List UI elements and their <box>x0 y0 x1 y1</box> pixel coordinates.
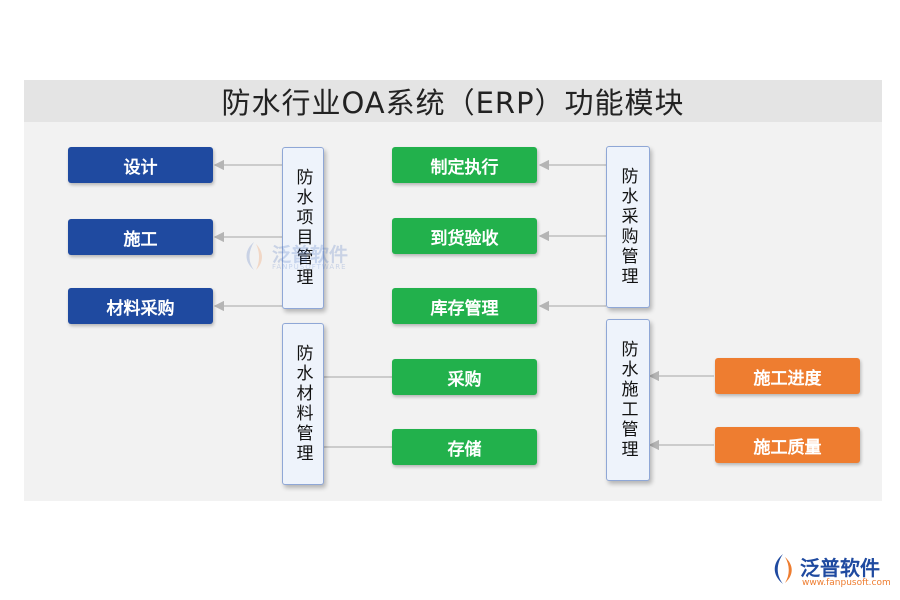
title-bar: 防水行业OA系统（ERP）功能模块 <box>24 80 882 122</box>
construction-box: 施工 <box>68 219 213 255</box>
brand-logo: 泛普软件 www.fanpusoft.com <box>768 552 893 592</box>
brand-name: 泛普软件 <box>800 556 880 580</box>
brand-url: www.fanpusoft.com <box>802 578 891 588</box>
construction-progress-box: 施工进度 <box>715 358 860 394</box>
diagram-title: 防水行业OA系统（ERP）功能模块 <box>221 86 685 120</box>
execution-box: 制定执行 <box>392 147 537 183</box>
purchase-management-module: 防水采购管理 <box>606 146 650 308</box>
arrival-inspection-box: 到货验收 <box>392 218 537 254</box>
inventory-management-box: 库存管理 <box>392 288 537 324</box>
material-purchase-box: 材料采购 <box>68 288 213 324</box>
project-management-module: 防水项目管理 <box>282 147 324 309</box>
material-management-module: 防水材料管理 <box>282 323 324 485</box>
project-management-label: 防水项目管理 <box>292 168 313 288</box>
construction-management-label: 防水施工管理 <box>617 340 638 460</box>
design-box: 设计 <box>68 147 213 183</box>
watermark: 泛普软件 FANPUSOFTWARE <box>240 240 370 276</box>
construction-management-module: 防水施工管理 <box>606 319 650 481</box>
watermark-name: 泛普软件 <box>272 244 349 266</box>
watermark-logo-icon <box>246 242 262 270</box>
purchase-management-label: 防水采购管理 <box>617 167 638 287</box>
watermark-sub: FANPUSOFTWARE <box>272 263 347 271</box>
construction-quality-box: 施工质量 <box>715 427 860 463</box>
procurement-box: 采购 <box>392 359 537 395</box>
material-management-label: 防水材料管理 <box>292 344 313 464</box>
brand-logo-icon <box>774 554 792 584</box>
storage-box: 存储 <box>392 429 537 465</box>
